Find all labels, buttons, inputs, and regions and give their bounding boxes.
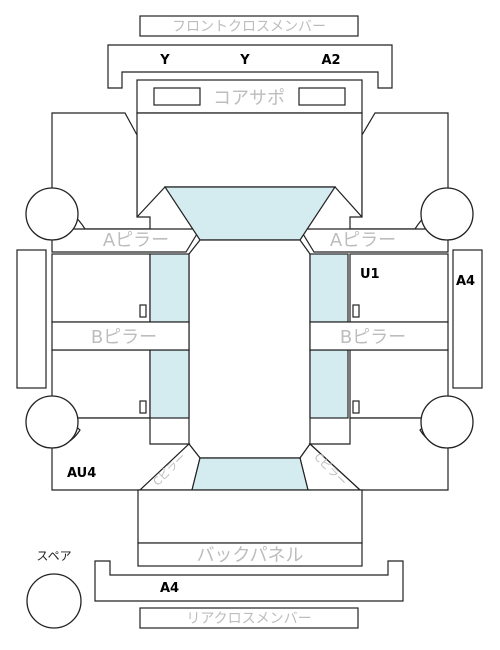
rear-cross-member-label-box xyxy=(139,607,359,629)
left-front-window[interactable] xyxy=(149,253,190,323)
b-pillar-left[interactable] xyxy=(51,321,190,351)
spare-tire[interactable] xyxy=(26,573,82,629)
left-rear-window[interactable] xyxy=(149,349,190,419)
a-pillar-left[interactable] xyxy=(51,228,202,253)
rear-left-tire[interactable] xyxy=(25,395,79,449)
right-side-sill-mark: A4 xyxy=(456,274,475,289)
left-rear-fender-mark: AU4 xyxy=(67,466,96,481)
core-support-right-slot xyxy=(298,87,346,106)
a-pillar-left-label: Aピラー xyxy=(103,230,169,251)
b-pillar-left-label: Bピラー xyxy=(91,327,157,348)
back-panel[interactable] xyxy=(137,542,363,567)
right-front-door-handle xyxy=(352,304,360,318)
b-pillar-right[interactable] xyxy=(309,321,449,351)
left-front-door-handle xyxy=(139,304,147,318)
front-member-mark-1: Y xyxy=(159,53,170,68)
front-cross-member[interactable] xyxy=(107,44,393,89)
rear-right-tire[interactable] xyxy=(420,395,474,449)
rear-window[interactable] xyxy=(191,457,309,491)
rear-cross-member-label: リアクロスメンバー xyxy=(186,611,311,627)
core-support-left-slot xyxy=(153,87,201,106)
spare-label: スペア xyxy=(36,549,71,563)
a-pillar-right[interactable] xyxy=(298,228,449,253)
trunk-lid[interactable] xyxy=(137,489,363,544)
roof[interactable] xyxy=(188,239,311,459)
front-cross-member-label-box xyxy=(139,15,359,37)
front-cross-member-label: フロントクロスメンバー xyxy=(172,19,326,35)
right-rear-door-handle xyxy=(352,400,360,414)
front-left-tire[interactable] xyxy=(25,187,79,241)
front-right-tire[interactable] xyxy=(420,187,474,241)
rear-cross-member[interactable] xyxy=(94,560,404,602)
right-side-sill[interactable] xyxy=(452,249,483,389)
right-front-door[interactable] xyxy=(349,253,449,323)
back-panel-label: バックパネル xyxy=(196,545,303,566)
front-member-mark-2: Y xyxy=(239,53,250,68)
front-member-mark-3: A2 xyxy=(321,53,340,68)
b-pillar-right-label: Bピラー xyxy=(340,327,406,348)
rear-member-mark: A4 xyxy=(160,581,179,596)
right-front-door-mark: U1 xyxy=(360,267,380,282)
a-pillar-right-label: Aピラー xyxy=(330,230,396,251)
left-side-sill[interactable] xyxy=(16,249,47,389)
right-rear-window[interactable] xyxy=(309,349,349,419)
core-support-label: コアサポ xyxy=(213,88,285,109)
right-front-window[interactable] xyxy=(309,253,349,323)
left-rear-door-handle xyxy=(139,400,147,414)
left-front-door[interactable] xyxy=(51,253,151,323)
